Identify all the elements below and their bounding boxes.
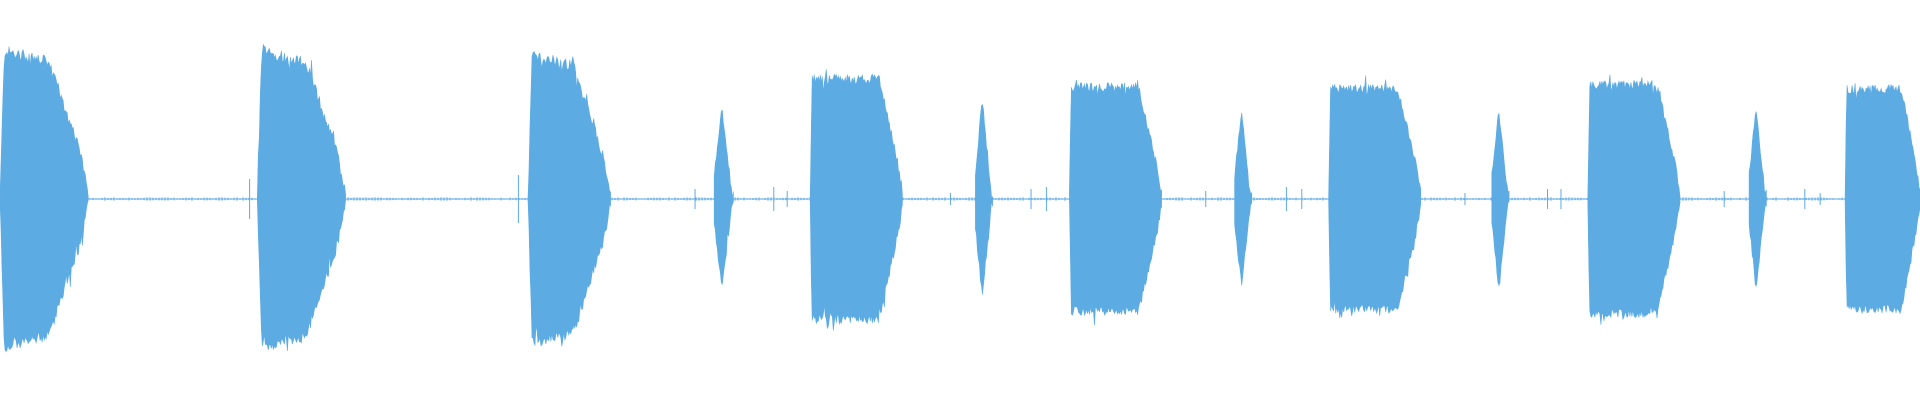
waveform-bursts	[0, 43, 1920, 353]
waveform-burst-24	[1587, 74, 1681, 325]
waveform-burst-0	[0, 46, 89, 353]
waveform-burst-6	[713, 109, 734, 286]
waveform-burst-16	[1234, 112, 1253, 286]
waveform-burst-19	[1328, 75, 1422, 319]
waveform-burst-2	[257, 43, 346, 352]
waveform-burst-9	[809, 69, 903, 331]
waveform-burst-29	[1844, 83, 1920, 315]
waveform-burst-14	[1069, 79, 1162, 326]
waveform-burst-4	[527, 50, 611, 347]
